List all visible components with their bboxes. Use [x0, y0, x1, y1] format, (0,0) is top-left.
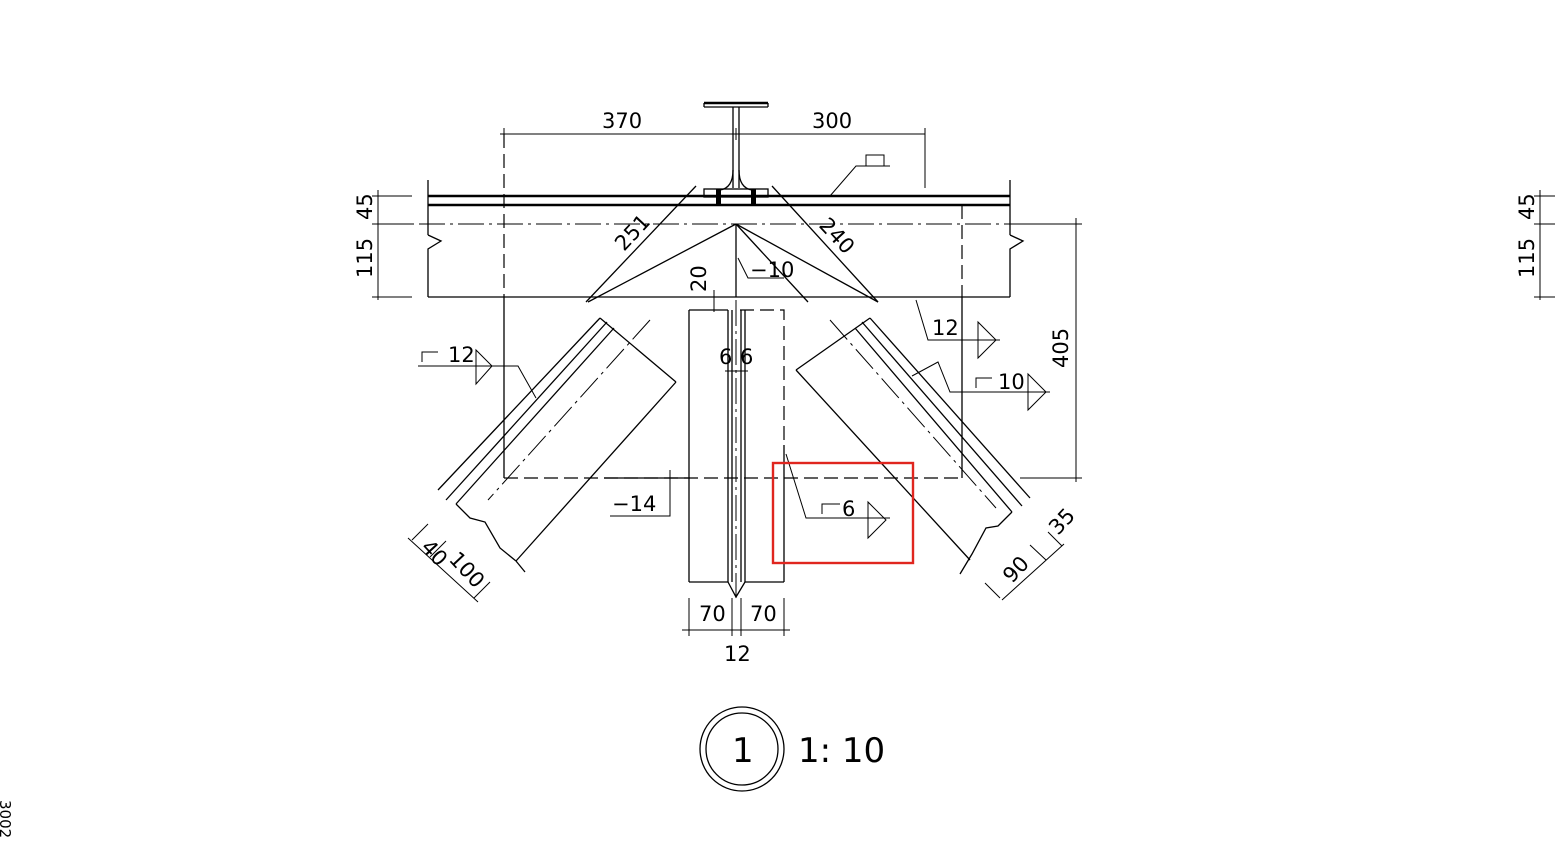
gusset-plate-outline: [503, 134, 963, 479]
dim-left-diagonal: 251: [610, 210, 655, 256]
top-chord-flange: [380, 180, 1075, 298]
dim-flange-height: 45: [353, 193, 377, 220]
dim-bottom-plate: 12: [724, 642, 751, 666]
dim-bottom-right: 70: [750, 602, 777, 626]
dim-right-brace-width: 90: [998, 551, 1034, 587]
dimension-lines: [372, 128, 1555, 636]
weld-bottom: 6: [842, 497, 855, 521]
left-diagonal-brace: [437, 317, 677, 573]
weld-left-brace: 12: [448, 343, 475, 367]
detail-scale: 1: 10: [798, 731, 885, 771]
labels: 370 300 45 115 405 251 240 20 6 6 −10 −1…: [0, 109, 1539, 838]
detail-title-marker: [699, 706, 785, 792]
dim-stiffener-right: 6: [740, 345, 753, 369]
vertical-web-plate: [688, 224, 785, 599]
highlight-box: [771, 461, 915, 565]
dim-gap: 20: [687, 265, 711, 292]
detail-number: 1: [732, 731, 754, 771]
dim-right-flange-height: 45: [1515, 193, 1539, 220]
dim-bottom-left: 70: [699, 602, 726, 626]
dim-right-beam-depth: 115: [1515, 238, 1539, 278]
dim-right-diagonal: 240: [814, 213, 859, 259]
label-web-plate: −10: [750, 258, 794, 282]
weld-symbols: [418, 154, 1050, 540]
side-label: 3002: [0, 800, 14, 838]
dim-left-span: 370: [602, 109, 642, 133]
label-gusset-plate: −14: [612, 492, 656, 516]
dim-gusset-height: 405: [1049, 328, 1073, 368]
i-section-column: [703, 101, 769, 205]
right-diagonal-brace: [795, 317, 1031, 575]
dim-right-span: 300: [812, 109, 852, 133]
weld-top-right: 12: [932, 316, 959, 340]
weld-right-brace: 10: [998, 370, 1025, 394]
dim-beam-depth: 115: [353, 238, 377, 278]
dim-stiffener-left: 6: [719, 345, 732, 369]
diagonal-gusset-edges: [585, 185, 879, 303]
